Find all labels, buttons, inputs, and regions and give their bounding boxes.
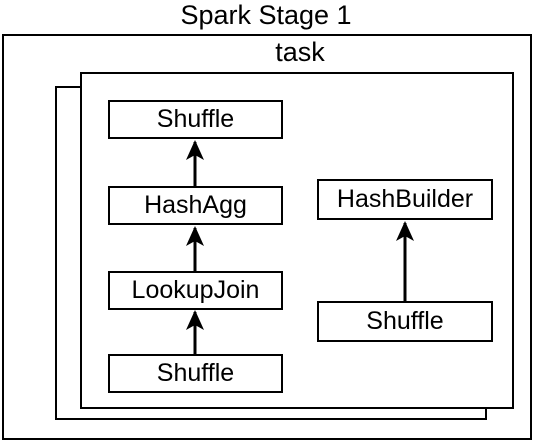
edge-shuffle-to-lookupjoin xyxy=(186,310,204,354)
stage-title: Spark Stage 1 xyxy=(180,0,352,30)
arrowhead-icon xyxy=(396,221,414,241)
arrowhead-icon xyxy=(186,310,204,330)
edge-lookupjoin-to-hashagg xyxy=(186,226,204,271)
shuffle-bottom-node: Shuffle xyxy=(108,354,283,393)
arrowhead-icon xyxy=(186,140,204,160)
lookup-join-node: LookupJoin xyxy=(108,271,283,310)
shuffle-right-node: Shuffle xyxy=(317,301,493,342)
edge-shuffle-to-hashbuilder xyxy=(396,221,414,301)
hash-builder-node: HashBuilder xyxy=(317,179,493,220)
hash-agg-node: HashAgg xyxy=(108,186,283,225)
arrowhead-icon xyxy=(186,226,204,246)
task-title: task xyxy=(275,37,325,67)
edge-hashagg-to-shuffle xyxy=(186,140,204,186)
shuffle-top-node: Shuffle xyxy=(108,100,283,139)
